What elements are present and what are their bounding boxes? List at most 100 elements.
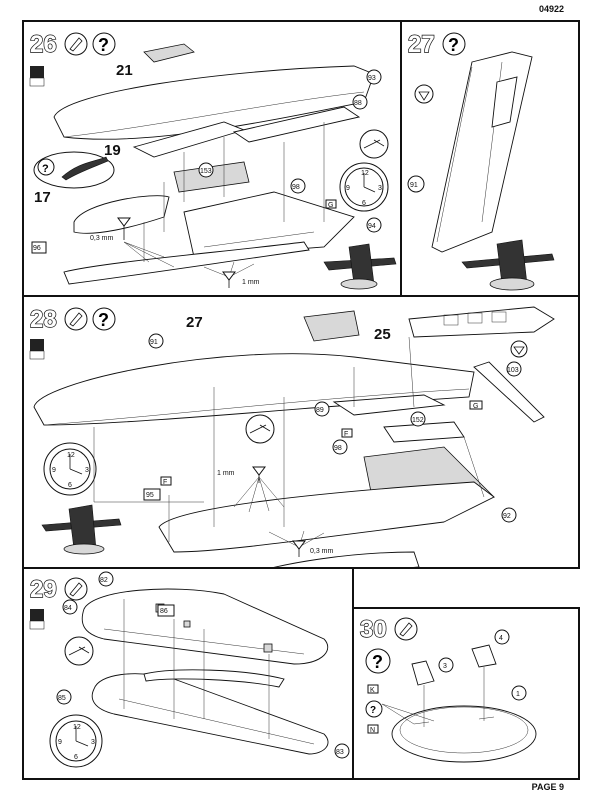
main-wing-part [33,310,475,426]
part-label-92: 92 [503,513,511,520]
flag-letter-n: N [370,727,375,734]
glue-icon [64,307,88,331]
svg-text:?: ? [98,35,109,55]
help-icon: ? [365,648,391,674]
canopy-part [408,306,555,338]
svg-text:12: 12 [73,724,81,731]
part-label-94: 94 [368,223,376,230]
drying-time-clock-icon: 12 3 6 9 [339,162,389,212]
cement-tube-icon [64,636,94,666]
middle-wing-part [132,106,361,193]
svg-text:12: 12 [361,170,369,177]
svg-text:6: 6 [74,754,78,761]
part-label-86: 86 [160,608,168,615]
help-icon: ? [442,32,466,56]
pin-icon [414,84,434,104]
glue-icon [64,577,88,601]
step-29-panel: 29 82 84 86 [22,567,354,780]
step-28-number: 28 [30,306,57,333]
part-label-96: 96 [33,245,41,252]
paint-jar-icon [29,66,45,87]
step-30-diagram: 30 ? 3 4 1 K [359,615,537,763]
paint-jar-icon [29,339,45,360]
assembly-guide-lines [123,122,325,278]
step-29-number: 29 [30,576,57,603]
part-label-3: 3 [443,663,447,670]
svg-text:?: ? [370,705,376,716]
flag-letter-f: F [344,431,348,438]
pin-help-icon: ? [365,700,383,718]
detail-callout: ? [33,151,115,189]
pin-icon-lower [222,271,236,288]
flag-letter-g: G [328,202,333,209]
stand-post-part-3 [411,660,435,686]
part-label-84: 84 [64,605,72,612]
step-29-diagram: 29 82 84 86 [29,571,350,768]
flag-letter-g: G [473,403,478,410]
wing-strut-part [431,51,533,253]
assembly-guide-lines [123,599,270,739]
part-label-153: 153 [200,168,212,175]
part-label-19: 19 [104,142,121,159]
svg-text:9: 9 [52,467,56,474]
part-label-85: 85 [58,695,66,702]
svg-text:9: 9 [346,185,350,192]
step-30-number: 30 [360,616,387,643]
drying-time-clock-icon: 12 3 6 9 [49,714,103,768]
svg-text:3: 3 [378,185,382,192]
pin-icon-upper [252,466,266,483]
part-label-95: 95 [146,492,154,499]
lower-wing-part [158,481,495,567]
assembly-guide-lines [93,336,485,548]
svg-text:?: ? [98,310,109,330]
step-26-number: 26 [30,31,57,58]
paint-jar-icon [29,609,45,630]
svg-text:6: 6 [68,482,72,489]
stand-post-part-4 [471,644,497,668]
dimension-0-3mm: 0,3 mm [310,548,334,555]
pin-icon [117,217,131,240]
upper-float-part [81,588,329,665]
step-26-panel: 26 ? 21 93 88 19 153 [22,20,402,297]
part-label-21: 21 [116,62,133,79]
svg-text:?: ? [372,652,383,672]
step-28-diagram: 28 ? 27 25 91 [29,305,555,567]
part-label-1: 1 [516,691,520,698]
right-strut-part [473,361,545,423]
pin-icon [510,340,528,358]
part-label-88: 88 [354,100,362,107]
help-icon: ? [92,32,116,56]
part-label-17: 17 [34,189,51,206]
svg-text:6: 6 [362,200,366,207]
aircraft-thumbnail-illustration [41,504,122,555]
flag-letter-f-2: F [163,479,167,486]
upper-wing-part [53,43,375,140]
part-label-83: 83 [336,749,344,756]
step-27-number: 27 [408,31,435,58]
part-label-93: 93 [368,75,376,82]
part-label-82: 82 [100,577,108,584]
part-label-25: 25 [374,326,391,343]
svg-text:?: ? [448,35,459,55]
part-label-89: 89 [316,407,324,414]
step-28-panel: 28 ? 27 25 91 [22,295,580,569]
step-27-diagram: 27 ? 91 [407,30,555,291]
dimension-0-3mm: 0,3 mm [90,235,114,242]
svg-text:12: 12 [67,452,75,459]
help-icon: ? [92,307,116,331]
flag-letter-k: K [370,687,375,694]
svg-text:9: 9 [58,739,62,746]
lower-float-part [91,669,329,755]
svg-text:3: 3 [91,739,95,746]
part-label-152: 152 [412,417,424,424]
step-27-panel: 27 ? 91 [400,20,580,297]
glue-icon [394,617,418,641]
dimension-1mm: 1 mm [217,470,235,477]
part-label-98: 98 [292,184,300,191]
step-30-panel: 30 ? 3 4 1 K [352,607,580,780]
page-number: PAGE 9 [531,782,564,792]
assembly-guide-lines [381,667,485,727]
display-stand-base-part [391,705,537,763]
document-id: 04922 [538,4,564,14]
part-label-27: 27 [186,314,203,331]
